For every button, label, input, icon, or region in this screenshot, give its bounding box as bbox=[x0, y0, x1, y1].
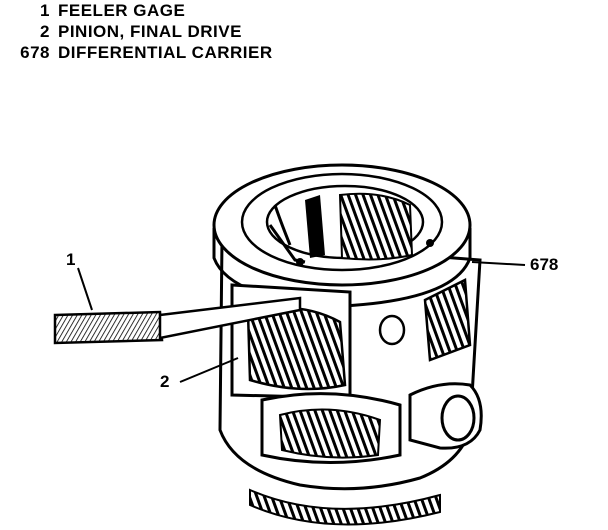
legend-number: 678 bbox=[20, 43, 50, 62]
feeler-gage bbox=[53, 296, 302, 345]
leader-pinion bbox=[179, 357, 239, 383]
leader-carrier bbox=[471, 261, 526, 266]
legend-label: FEELER GAGE bbox=[58, 1, 186, 20]
legend-label: PINION, FINAL DRIVE bbox=[58, 22, 242, 41]
pin-hole bbox=[378, 314, 406, 346]
legend-number: 2 bbox=[40, 22, 50, 41]
leader-lines bbox=[77, 261, 526, 383]
side-gear-bore bbox=[265, 184, 434, 266]
legend-label: DIFFERENTIAL CARRIER bbox=[58, 43, 273, 62]
callout-carrier: 678 bbox=[530, 255, 559, 274]
right-pinion-window bbox=[423, 278, 472, 362]
legend-number: 1 bbox=[40, 1, 50, 20]
leader-feeler-gage bbox=[77, 267, 93, 311]
ring-gear bbox=[249, 488, 441, 526]
callout-pinion: 2 bbox=[160, 372, 170, 391]
callout-feeler-gage: 1 bbox=[66, 250, 76, 269]
lower-gear-window bbox=[260, 392, 402, 464]
side-boss bbox=[408, 382, 483, 450]
